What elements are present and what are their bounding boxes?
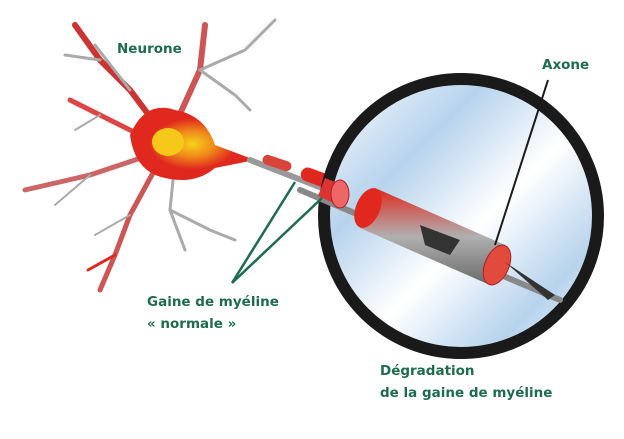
damaged-myelin [297,178,563,303]
normal-myelin-label-line2: « normale » [147,316,237,332]
nucleus [152,128,184,156]
axon-label: Axone [542,57,590,73]
pointer-lines [230,79,549,284]
normal-myelin-label-line1: Gaine de myéline [147,294,279,310]
degradation-label-line2: de la gaine de myéline [380,385,553,401]
dendrites [22,18,277,293]
neuron-cell-body [130,107,255,181]
degradation-label-line1: Dégradation [380,363,475,379]
neuron-label: Neurone [117,41,182,57]
